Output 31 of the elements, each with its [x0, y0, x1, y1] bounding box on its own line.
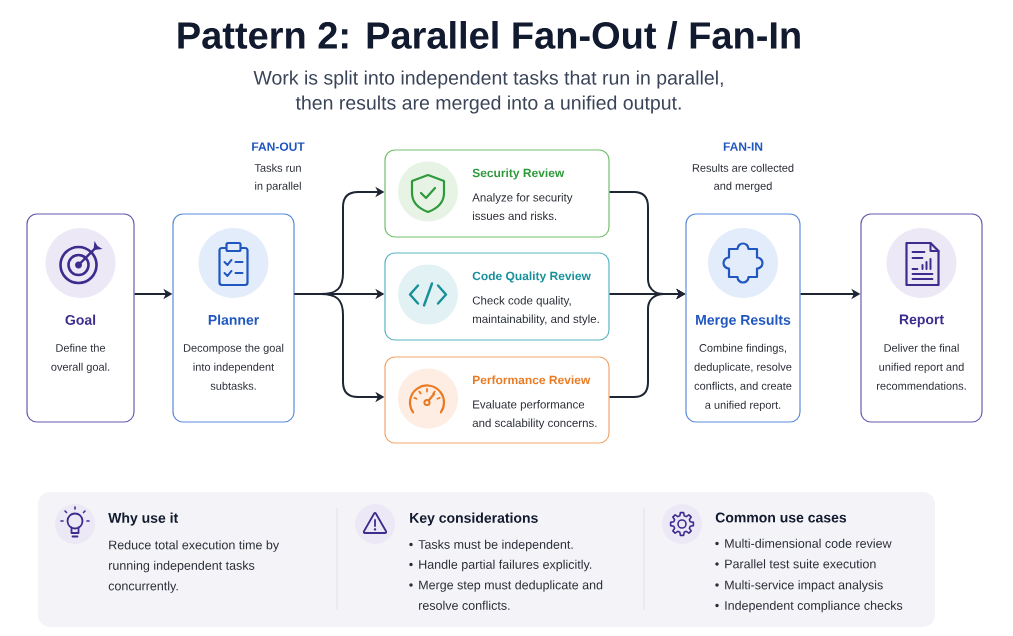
- card-description: Define the overall goal.: [51, 343, 110, 374]
- section-heading: Why use it: [108, 512, 179, 526]
- list-item: Merge step must deduplicate and resolve conflicts.: [419, 580, 603, 610]
- list-item: Parallel test suite execution: [725, 559, 876, 569]
- card-title: Planner: [208, 314, 259, 325]
- card-title: Code Quality Review: [472, 271, 591, 283]
- card-description: Combine findings, deduplicate, resolve conflicts, and create a unified report.: [694, 343, 792, 412]
- card-title: Merge Results: [696, 314, 791, 328]
- card-title: Performance Review: [473, 375, 591, 385]
- section-text: Reduce total execution time by running independent tasks concurrently.: [108, 540, 280, 593]
- card-title: Goal: [65, 314, 96, 325]
- subtitle: Work is split into independent tasks that run in parallel, then results are merged into a unified output.: [253, 70, 723, 114]
- section-heading: Common use cases: [715, 512, 847, 523]
- card-description: Evaluate performance and scalability concerns.: [472, 400, 597, 430]
- list-item: Independent compliance checks: [725, 600, 903, 613]
- list-item: Multi-service impact analysis: [725, 580, 883, 592]
- annotation-text: Tasks run in parallel: [254, 163, 301, 193]
- annotation-title: FAN-OUT: [252, 142, 305, 151]
- list-item: Handle partial failures explicitly.: [419, 559, 592, 572]
- card-description: Decompose the goal into independent subtasks.: [183, 343, 284, 390]
- card-description: Deliver the final unified report and recommendations.: [877, 343, 966, 390]
- annotation-title: FAN-IN: [723, 142, 763, 151]
- annotation-text: Results are collected and merged: [692, 163, 794, 193]
- list-item: Tasks must be independent.: [418, 539, 573, 552]
- card-title: Report: [899, 314, 944, 328]
- card-title: Security Review: [472, 168, 565, 180]
- section-heading: Key considerations: [410, 512, 538, 526]
- card-description: Check code quality, maintainability, and style.: [472, 296, 599, 326]
- page-title: Pattern 2: Parallel Fan-Out / Fan-In: [178, 21, 800, 50]
- card-description: Analyze for security issues and risks.: [472, 193, 573, 221]
- list-item: Multi-dimensional code review: [725, 538, 892, 548]
